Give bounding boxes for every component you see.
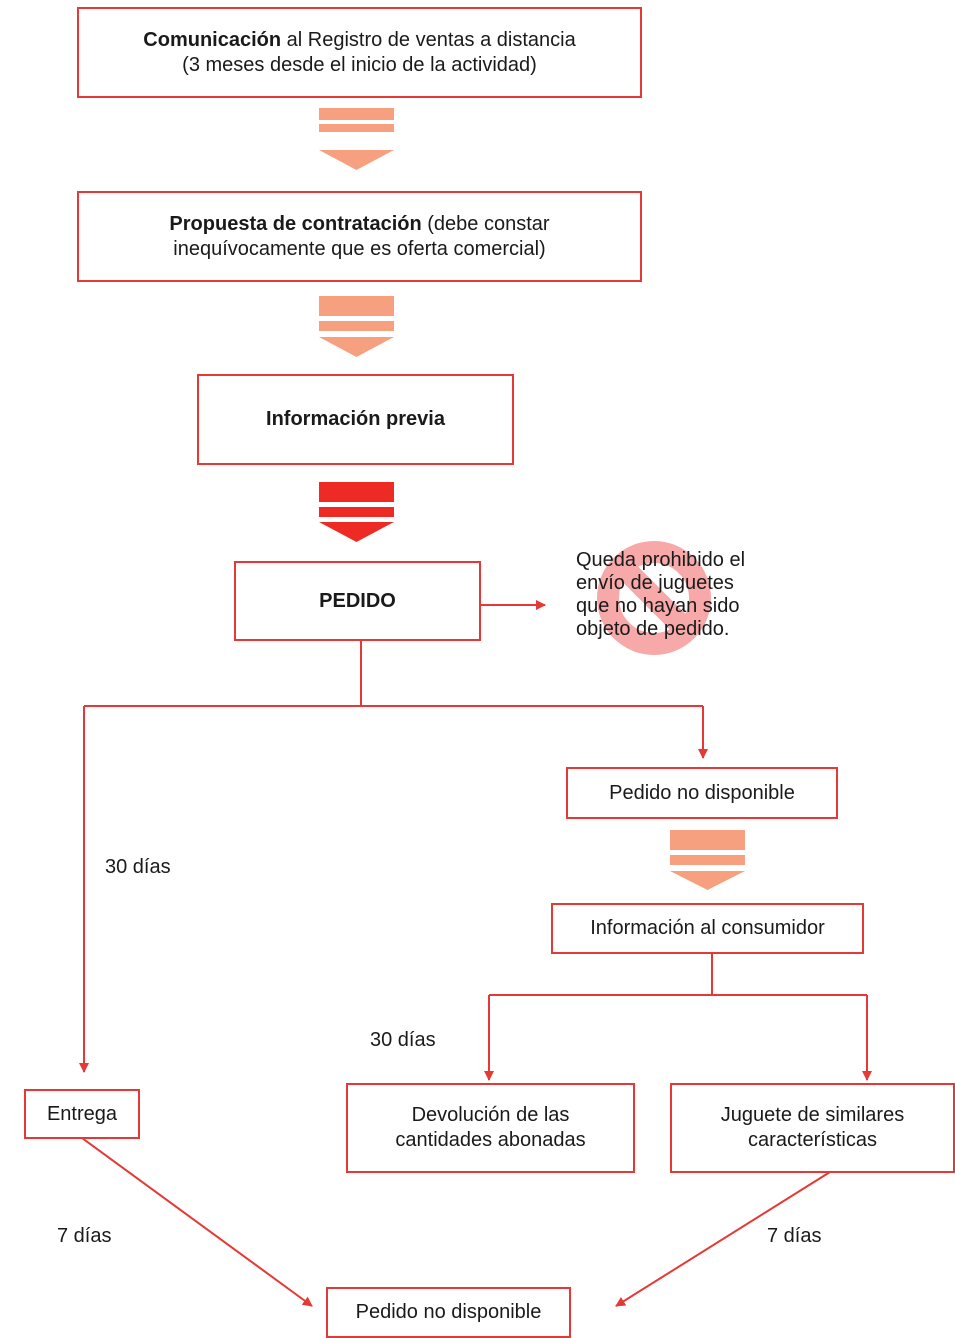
comunicacion-rest: al Registro de ventas a distancia [281,28,576,51]
node-pedido-no-disponible: Pedido no disponible [566,767,838,819]
label-right-7-dias: 7 días [767,1225,822,1247]
propuesta-bold: Propuesta de contratación [169,212,422,235]
arrow-entrega-to-final [81,1137,313,1307]
block-arrow-2 [319,296,394,357]
block-arrow-3 [319,482,394,542]
prohibition-note: Queda prohibido el envío de juguetes que… [576,549,745,641]
devolucion-line-2: cantidades abonadas [395,1129,586,1151]
node-informacion-previa: Información previa [197,374,514,465]
propuesta-line2: inequívocamente que es oferta comercial) [173,237,546,260]
pedido-no-disponible-label: Pedido no disponible [609,781,795,804]
propuesta-rest: (debe constar [421,212,550,235]
label-left-30-dias: 30 días [105,856,171,878]
pedido-no-disponible-final-label: Pedido no disponible [355,1301,542,1323]
prohibited-sign-icon [597,541,711,655]
comunicacion-bold: Comunicación [143,28,282,51]
entrega-label: Entrega [46,1102,118,1125]
block-arrow-4 [670,830,745,890]
node-pedido-no-disponible-final: Pedido no disponible [326,1287,571,1338]
node-informacion-consumidor: Información al consumidor [551,903,864,954]
prohibition-line-4: objeto de pedido. [576,618,730,640]
node-pedido: PEDIDO [234,561,481,641]
prohibition-line-2: envío de juguetes [576,572,734,594]
prohibition-line-1: Queda prohibido el [576,549,746,571]
informacion-previa-label: Información previa [266,408,445,430]
prohibition-line-3: que no hayan sido [576,595,740,617]
informacion-consumidor-label: Información al consumidor [590,917,825,939]
juguete-line-1: Juguete de similares [720,1104,905,1126]
pedido-label: PEDIDO [319,589,396,612]
node-comunicacion: Comunicación al Registro de ventas a dis… [77,7,642,98]
juguete-line-2: características [748,1129,877,1151]
node-juguete: Juguete de similares características [670,1083,955,1173]
comunicacion-line2: (3 meses desde el inicio de la actividad… [182,53,537,76]
block-arrow-1 [319,108,394,170]
node-devolucion: Devolución de las cantidades abonadas [346,1083,635,1173]
node-propuesta: Propuesta de contratación (debe constar … [77,191,642,282]
arrow-juguete-to-final [615,1171,831,1307]
label-right-30-dias: 30 días [370,1029,436,1051]
devolucion-line-1: Devolución de las [411,1104,570,1126]
node-entrega: Entrega [24,1089,140,1139]
label-left-7-dias: 7 días [57,1225,112,1247]
